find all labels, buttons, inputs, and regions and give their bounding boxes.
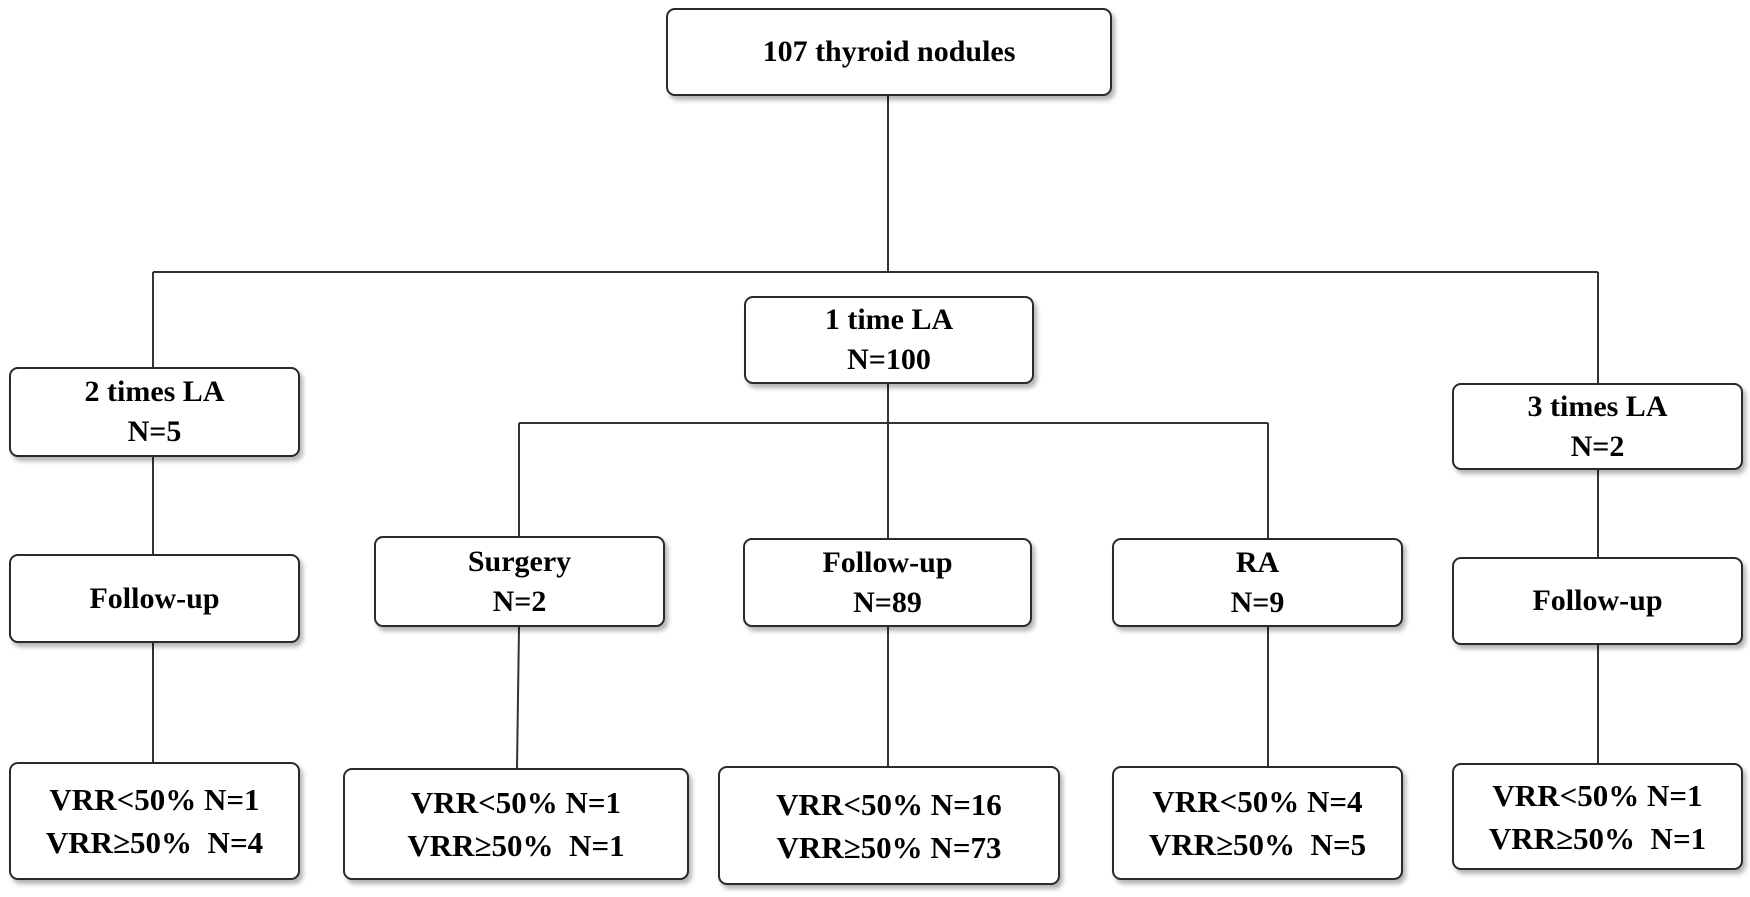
surgery-count: N=2 xyxy=(492,584,547,618)
ra-label: RA xyxy=(1235,545,1280,579)
ra-count: N=9 xyxy=(1230,585,1285,619)
root-box: 107 thyroid nodules xyxy=(666,8,1112,96)
three-times-outcome-low: VRR<50% N=1 xyxy=(1492,777,1703,813)
ra-outcome-box: VRR<50% N=4 VRR≥50% N=5 xyxy=(1112,766,1403,880)
three-times-followup-box: Follow-up xyxy=(1452,557,1743,645)
three-times-outcome-box: VRR<50% N=1 VRR≥50% N=1 xyxy=(1452,763,1743,870)
root-label: 107 thyroid nodules xyxy=(762,35,1016,68)
connector-surgery-outcome xyxy=(516,626,520,769)
followup-count: N=89 xyxy=(853,585,922,619)
three-times-la-box: 3 times LA N=2 xyxy=(1452,383,1743,470)
two-times-la-count: N=5 xyxy=(127,415,182,448)
two-times-outcome-low: VRR<50% N=1 xyxy=(49,782,260,817)
followup-label: Follow-up xyxy=(822,545,953,579)
two-times-followup-label: Follow-up xyxy=(89,581,220,615)
followup-outcome-high: VRR≥50% N=73 xyxy=(776,829,1002,865)
two-times-followup-box: Follow-up xyxy=(9,554,300,643)
ra-outcome-high: VRR≥50% N=5 xyxy=(1148,827,1367,862)
surgery-label: Surgery xyxy=(467,544,572,578)
surgery-box: Surgery N=2 xyxy=(374,536,665,627)
three-times-la-count: N=2 xyxy=(1570,429,1625,463)
followup-outcome-low: VRR<50% N=16 xyxy=(776,786,1002,822)
ra-box: RA N=9 xyxy=(1112,538,1403,627)
two-times-outcome-high: VRR≥50% N=4 xyxy=(45,825,264,860)
followup-box: Follow-up N=89 xyxy=(743,538,1032,627)
ra-outcome-low: VRR<50% N=4 xyxy=(1152,784,1363,819)
three-times-outcome-high: VRR≥50% N=1 xyxy=(1488,820,1707,856)
two-times-la-box: 2 times LA N=5 xyxy=(9,367,300,457)
one-time-la-box: 1 time LA N=100 xyxy=(744,296,1034,384)
surgery-outcome-high: VRR≥50% N=1 xyxy=(407,828,625,863)
surgery-outcome-box: VRR<50% N=1 VRR≥50% N=1 xyxy=(343,768,689,880)
three-times-la-label: 3 times LA xyxy=(1527,389,1668,423)
surgery-outcome-low: VRR<50% N=1 xyxy=(410,785,622,820)
two-times-la-label: 2 times LA xyxy=(84,375,225,408)
three-times-followup-label: Follow-up xyxy=(1532,584,1663,617)
followup-outcome-box: VRR<50% N=16 VRR≥50% N=73 xyxy=(718,766,1060,885)
one-time-la-count: N=100 xyxy=(847,343,931,376)
two-times-outcome-box: VRR<50% N=1 VRR≥50% N=4 xyxy=(9,762,300,880)
one-time-la-label: 1 time LA xyxy=(824,303,954,336)
